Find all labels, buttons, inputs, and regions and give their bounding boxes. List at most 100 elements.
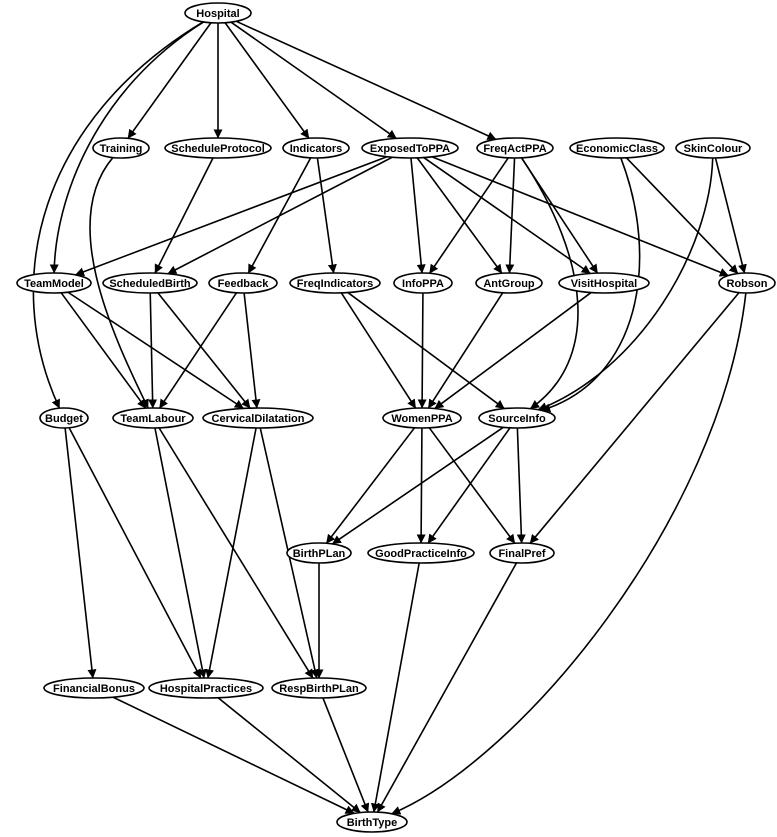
edge-FreqActPPA-to-InfoPPA xyxy=(428,157,509,274)
node-ExposedToPPA: ExposedToPPA xyxy=(361,137,459,159)
node-label: ExposedToPPA xyxy=(370,143,450,155)
node-Training: Training xyxy=(92,137,150,159)
node-ellipse xyxy=(102,272,198,294)
node-label: Indicators xyxy=(290,143,343,155)
node-label: Hospital xyxy=(196,8,239,20)
edges-layer xyxy=(32,20,747,815)
edge-Hospital-to-Budget xyxy=(32,21,204,409)
node-label: WomenPPA xyxy=(391,413,452,425)
edge-Hospital-to-Indicators xyxy=(224,22,310,139)
node-label: EconomicClass xyxy=(576,143,658,155)
node-label: ScheduleProtocol xyxy=(171,143,265,155)
edge-WomenPPA-to-FinalPref xyxy=(428,427,516,544)
node-ellipse xyxy=(718,272,776,294)
node-GoodPracticeInfo: GoodPracticeInfo xyxy=(367,542,475,564)
node-ellipse xyxy=(675,137,751,159)
node-ellipse xyxy=(184,2,252,24)
node-Indicators: Indicators xyxy=(282,137,350,159)
edge-CervicalDilatation-to-HospitalPractices xyxy=(205,427,257,679)
edge-SkinColour-to-SourceInfo xyxy=(537,157,714,411)
node-ellipse xyxy=(202,407,314,429)
node-label: FinalPref xyxy=(498,548,545,560)
edge-HospitalPractices-to-BirthType xyxy=(217,697,361,814)
node-ellipse xyxy=(569,137,665,159)
node-ellipse xyxy=(112,407,194,429)
node-label: Training xyxy=(100,143,143,155)
edge-ExposedToPPA-to-Robson xyxy=(431,156,729,277)
edge-ScheduledBirth-to-CervicalDilatation xyxy=(157,292,251,409)
edge-VisitHospital-to-WomenPPA xyxy=(434,291,592,410)
node-label: Feedback xyxy=(218,278,270,290)
node-ScheduledBirth: ScheduledBirth xyxy=(102,272,198,294)
edge-ExposedToPPA-to-TeamModel xyxy=(75,156,388,277)
node-ellipse xyxy=(361,137,459,159)
node-SourceInfo: SourceInfo xyxy=(478,407,556,429)
node-Hospital: Hospital xyxy=(184,2,252,24)
node-label: SkinColour xyxy=(684,143,743,155)
edge-ExposedToPPA-to-InfoPPA xyxy=(410,157,426,274)
node-ellipse xyxy=(393,272,453,294)
edge-RespBirthPLan-to-BirthType xyxy=(322,697,370,813)
edge-Robson-to-BirthType xyxy=(391,292,747,815)
edge-SourceInfo-to-BirthPLan xyxy=(331,426,504,545)
edge-Hospital-to-FreqActPPA xyxy=(235,20,497,141)
edge-Budget-to-FinancialBonus xyxy=(64,427,97,679)
edge-ExposedToPPA-to-AntGroup xyxy=(416,157,503,274)
node-ellipse xyxy=(382,407,462,429)
node-ellipse xyxy=(336,811,408,833)
node-ellipse xyxy=(476,137,554,159)
edge-TeamModel-to-CervicalDilatation xyxy=(67,291,244,410)
node-label: BirthPLan xyxy=(293,548,346,560)
edge-FinalPref-to-BirthType xyxy=(376,562,518,813)
node-InfoPPA: InfoPPA xyxy=(393,272,453,294)
edge-Training-to-TeamLabour xyxy=(89,157,149,409)
edge-WomenPPA-to-BirthPLan xyxy=(325,427,416,544)
edge-AntGroup-to-WomenPPA xyxy=(427,292,504,409)
node-ellipse xyxy=(39,407,89,429)
node-label: Robson xyxy=(727,278,768,290)
node-ellipse xyxy=(208,272,278,294)
node-FreqIndicators: FreqIndicators xyxy=(289,272,381,294)
edge-SourceInfo-to-GoodPracticeInfo xyxy=(427,427,511,544)
node-SkinColour: SkinColour xyxy=(675,137,751,159)
node-label: FreqActPPA xyxy=(483,143,546,155)
node-label: TeamModel xyxy=(24,278,84,290)
node-CervicalDilatation: CervicalDilatation xyxy=(202,407,314,429)
edge-SkinColour-to-Robson xyxy=(714,157,747,274)
node-label: RespBirthPLan xyxy=(279,683,359,695)
edge-WomenPPA-to-GoodPracticeInfo xyxy=(416,427,426,544)
node-ellipse xyxy=(558,272,650,294)
edge-FreqActPPA-to-AntGroup xyxy=(505,157,516,274)
node-label: VisitHospital xyxy=(571,278,637,290)
edge-Budget-to-HospitalPractices xyxy=(68,427,202,679)
edge-Hospital-to-TeamModel xyxy=(49,21,205,274)
edge-FreqIndicators-to-SourceInfo xyxy=(347,291,505,410)
node-BirthType: BirthType xyxy=(336,811,408,833)
node-ellipse xyxy=(148,677,264,699)
node-ellipse xyxy=(43,677,145,699)
edge-SourceInfo-to-FinalPref xyxy=(516,427,526,544)
node-label: ScheduledBirth xyxy=(109,278,191,290)
edge-TeamLabour-to-RespBirthPLan xyxy=(158,427,314,679)
node-label: FreqIndicators xyxy=(297,278,373,290)
node-ellipse xyxy=(478,407,556,429)
edge-Robson-to-FinalPref xyxy=(529,292,740,544)
node-TeamLabour: TeamLabour xyxy=(112,407,194,429)
node-TeamModel: TeamModel xyxy=(16,272,92,294)
node-label: FinancialBonus xyxy=(53,683,135,695)
node-label: BirthType xyxy=(347,817,398,829)
node-label: HospitalPractices xyxy=(160,683,252,695)
edge-Feedback-to-TeamLabour xyxy=(158,292,238,409)
edge-ExposedToPPA-to-ScheduledBirth xyxy=(167,156,393,275)
node-HospitalPractices: HospitalPractices xyxy=(148,677,264,699)
edge-ScheduledBirth-to-TeamLabour xyxy=(148,292,158,409)
node-ellipse xyxy=(289,272,381,294)
node-RespBirthPLan: RespBirthPLan xyxy=(271,677,367,699)
node-label: TeamLabour xyxy=(120,413,186,425)
node-label: CervicalDilatation xyxy=(212,413,305,425)
edge-Hospital-to-ExposedToPPA xyxy=(230,21,397,140)
node-ellipse xyxy=(16,272,92,294)
edge-GoodPracticeInfo-to-BirthType xyxy=(370,562,420,813)
